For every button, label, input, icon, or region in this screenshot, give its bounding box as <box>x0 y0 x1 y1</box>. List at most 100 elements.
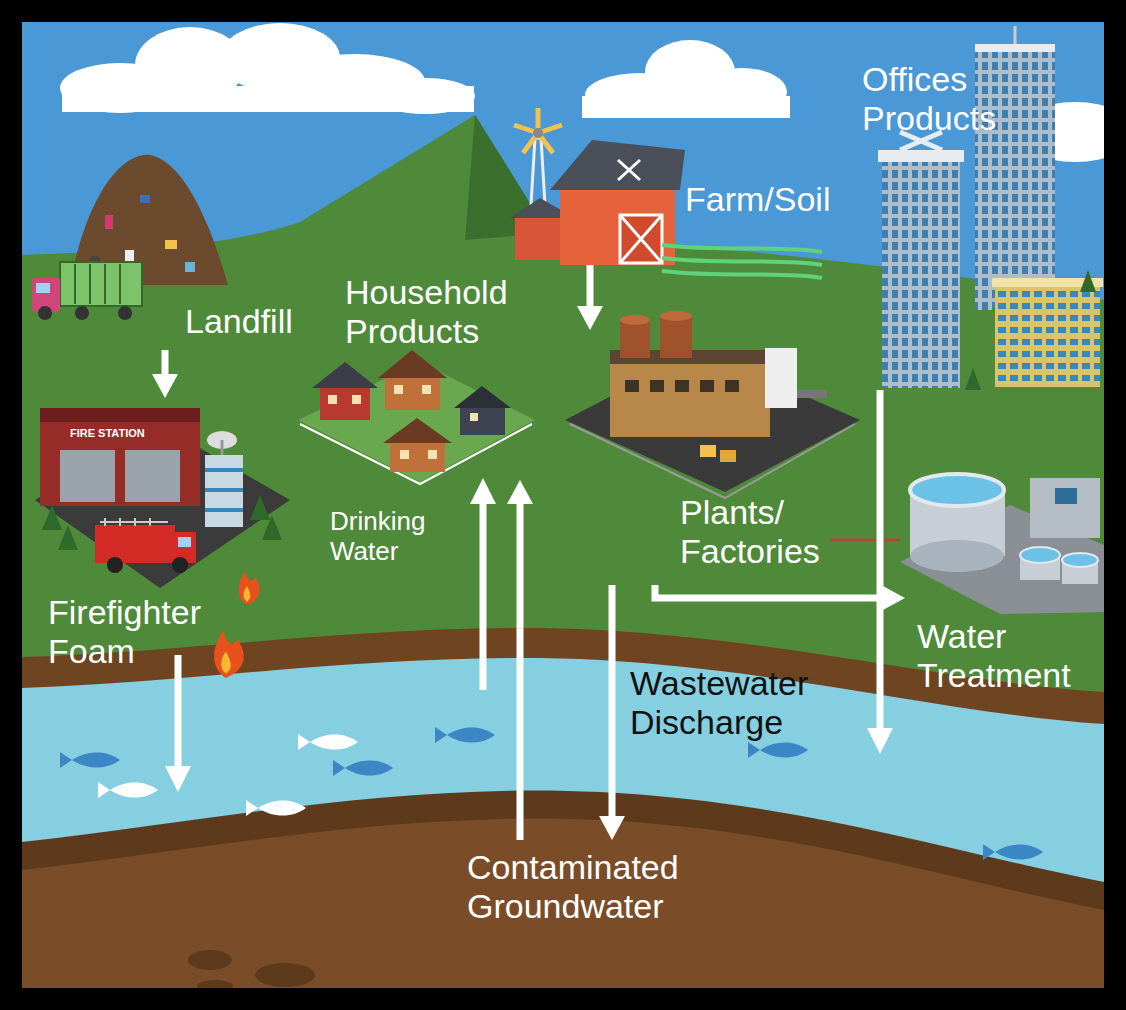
houses-part <box>454 386 511 408</box>
soil-stones-part <box>255 963 315 987</box>
farm-part <box>618 160 640 180</box>
arrow-head <box>152 374 178 398</box>
water-treatment-part <box>1030 478 1100 538</box>
fish-part-part <box>748 742 808 758</box>
factory-part <box>700 445 716 457</box>
water-treatment-part <box>1062 553 1098 567</box>
farm-part <box>560 185 675 265</box>
houses-part-part <box>352 395 361 404</box>
fire-station-part <box>40 408 200 422</box>
landfill-node: Landfill <box>30 150 339 350</box>
factory-part <box>660 311 692 321</box>
soil-stones-part <box>197 980 233 988</box>
fire-station-part <box>178 537 191 547</box>
fire-station-part-part <box>262 515 282 540</box>
flow-arrows-part <box>175 655 182 770</box>
fish-part-part <box>60 752 120 768</box>
houses-part-part <box>394 385 403 394</box>
landfill-pile-part <box>125 250 134 262</box>
fire-station-part-part <box>42 505 62 530</box>
factory-part <box>610 362 770 437</box>
factory-part <box>797 390 827 398</box>
office-towers-part <box>975 44 1055 52</box>
farm-part-part <box>662 258 822 265</box>
flames-part-part <box>221 651 231 673</box>
fire-station-part <box>100 518 168 526</box>
houses-part <box>312 362 378 388</box>
office-towers-part <box>975 48 1055 310</box>
water-treatment-part <box>910 540 1004 572</box>
node-label: Household Products <box>345 273 540 351</box>
fish-part-part <box>298 734 358 750</box>
node-label: Landfill <box>185 302 335 341</box>
farm-part <box>514 108 562 153</box>
flow-arrow <box>577 265 603 330</box>
sign-text: FIRE STATION <box>70 427 145 439</box>
fish-part <box>98 734 358 816</box>
fire-station-part <box>107 557 123 573</box>
factory-part <box>565 350 860 492</box>
houses-part <box>328 385 478 459</box>
flames-part-part <box>244 586 251 602</box>
flow-arrows <box>165 390 893 792</box>
factory-part <box>830 539 900 542</box>
fish-part-part <box>435 727 495 743</box>
farm-node: Farm/Soil <box>495 85 850 265</box>
ground <box>22 115 1104 692</box>
fire-station-part <box>125 450 180 502</box>
node-label: Farm/Soil <box>685 180 845 219</box>
fire-station-part <box>172 557 188 573</box>
landfill-pile-part <box>140 195 150 203</box>
houses-part-part <box>400 450 409 459</box>
factory-part <box>765 348 797 408</box>
farm-part <box>550 140 685 190</box>
fish <box>60 727 1043 860</box>
edge-label: Drinking Water <box>330 507 465 567</box>
factory-part <box>620 315 650 325</box>
fish-part-part <box>983 844 1043 860</box>
groundwater-node: Contaminated Groundwater <box>455 840 721 960</box>
fire-station <box>35 408 290 588</box>
factory-part <box>720 450 736 462</box>
fire-station-part-part <box>58 525 78 550</box>
fire-station-part <box>205 455 243 527</box>
arrow-line <box>517 498 524 840</box>
fire-station-part <box>42 495 282 550</box>
fish-part-part <box>246 800 306 816</box>
houses-part <box>383 418 452 443</box>
arrow-head <box>507 480 533 504</box>
houses-part <box>390 440 445 472</box>
office-towers-part <box>995 285 1100 387</box>
arrow-line <box>587 265 594 312</box>
office-towers-part-part <box>965 368 981 390</box>
fire-station-part <box>205 470 243 510</box>
flow-arrows-part <box>867 728 893 754</box>
garbage-truck <box>32 262 142 320</box>
houses <box>298 350 535 484</box>
water-treatment-part <box>910 474 1004 506</box>
factory-part <box>660 316 692 358</box>
arrow-head <box>881 585 905 611</box>
houses-part-part <box>428 450 437 459</box>
soil-stones-part <box>188 950 232 970</box>
water-treatment-part <box>1055 488 1077 504</box>
flow-arrows-part <box>480 500 487 690</box>
soil-stones <box>188 950 315 988</box>
edge-label: Wastewater Discharge <box>630 664 840 742</box>
houses-part-part <box>328 395 337 404</box>
flow-arrow <box>655 585 905 611</box>
clouds <box>60 23 1104 162</box>
houses-part <box>320 385 370 420</box>
landfill-pile-part <box>185 262 195 272</box>
fish-part <box>60 727 1043 860</box>
flames-part <box>239 571 260 605</box>
clouds-part <box>582 96 790 118</box>
clouds-part <box>62 86 474 112</box>
houses-part-part <box>422 385 431 394</box>
office-towers-part <box>965 270 1096 390</box>
flames-part <box>214 630 244 678</box>
node-label: Water Treatment <box>917 617 1097 695</box>
fire-station-part <box>221 440 224 455</box>
fish-part-part <box>98 782 158 798</box>
flow-arrows-part <box>877 390 884 730</box>
